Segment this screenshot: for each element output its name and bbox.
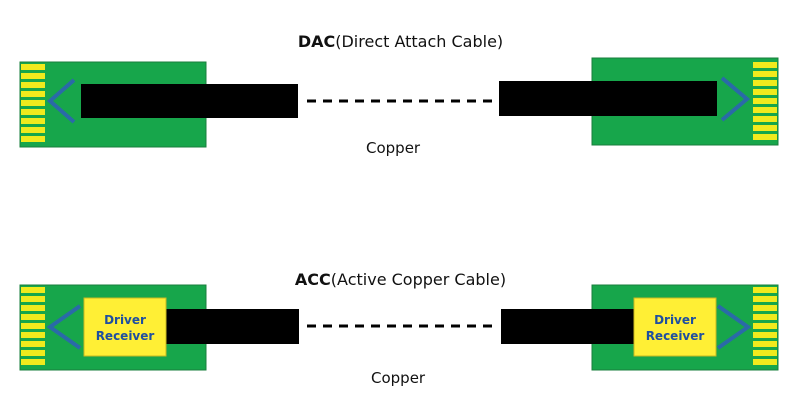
dac-left-cable bbox=[81, 84, 298, 118]
acc-left-chip-line1: Driver bbox=[104, 313, 146, 327]
acc-right-pins bbox=[753, 287, 777, 365]
acc-left-pins bbox=[21, 287, 45, 365]
acc-title-bold: ACC bbox=[294, 270, 331, 289]
acc-left-chip bbox=[83, 297, 167, 357]
dac-right-trace bbox=[720, 76, 751, 122]
acc-title-rest: (Active Copper Cable) bbox=[330, 270, 507, 289]
acc-right-chip bbox=[633, 297, 717, 357]
acc-right-chip-line1: Driver bbox=[654, 313, 696, 327]
acc-left-cable bbox=[165, 309, 299, 344]
acc-left-connector: Driver Receiver bbox=[19, 284, 299, 371]
acc-right-connector: Driver Receiver bbox=[501, 284, 779, 371]
dac-left-pins bbox=[21, 64, 45, 142]
acc-title: ACC(Active Copper Cable) bbox=[0, 270, 801, 289]
dac-title-rest: (Direct Attach Cable) bbox=[335, 32, 504, 51]
acc-right-chip-line2: Receiver bbox=[646, 329, 705, 343]
acc-left-chip-line2: Receiver bbox=[96, 329, 155, 343]
dac-caption: Copper bbox=[366, 139, 421, 157]
acc-left-trace bbox=[46, 304, 82, 350]
acc-right-trace bbox=[716, 304, 752, 350]
acc-caption: Copper bbox=[371, 369, 426, 387]
dac-right-cable bbox=[499, 81, 717, 116]
dac-right-connector bbox=[499, 57, 779, 146]
dac-title: DAC(Direct Attach Cable) bbox=[0, 32, 801, 51]
dac-title-bold: DAC bbox=[297, 32, 336, 51]
dac-right-pins bbox=[753, 62, 777, 140]
dac-left-connector bbox=[19, 61, 298, 148]
dac-left-trace bbox=[46, 78, 76, 124]
acc-right-cable bbox=[501, 309, 635, 344]
